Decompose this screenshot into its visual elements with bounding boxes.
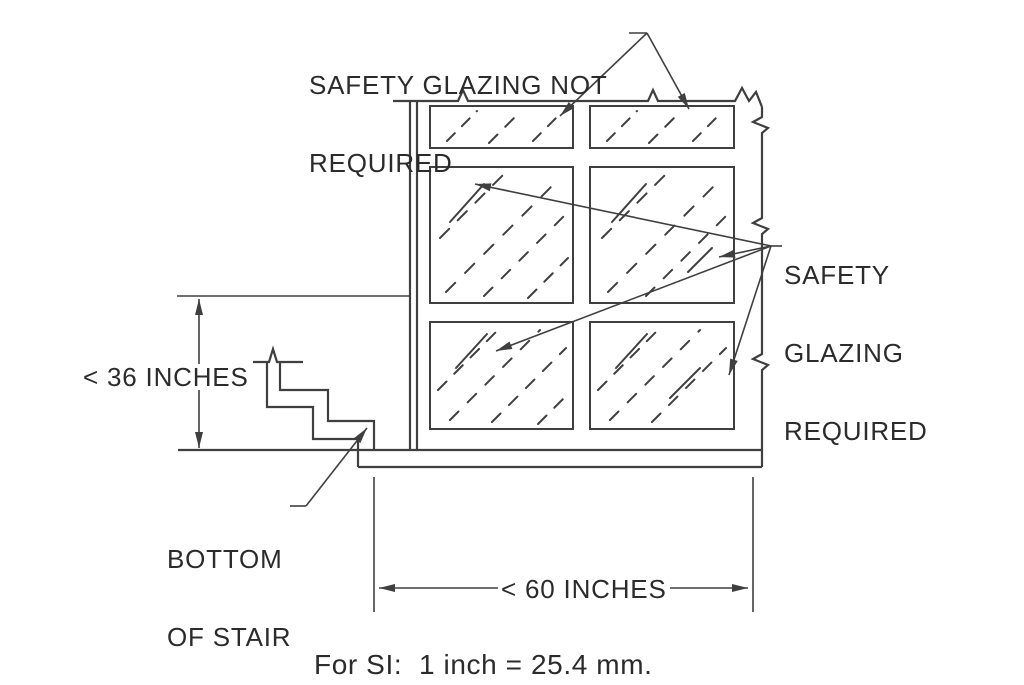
wall-outline [178, 85, 771, 469]
glass-pane-middle-left [429, 166, 574, 304]
glass-pane-bottom-left [429, 321, 574, 430]
label-glazing-not-required-line1: SAFETY GLAZING NOT [309, 70, 608, 100]
leader-bottom-of-stair [305, 427, 368, 507]
glass-panes [429, 105, 735, 430]
leader-required-bottom-right [728, 245, 772, 376]
wall-top-line [393, 85, 764, 108]
label-bottom-of-stair: BOTTOM OF STAIR [167, 494, 291, 685]
label-glazing-required-line1: SAFETY [784, 260, 890, 290]
glass-pane-bottom-right [589, 321, 735, 430]
label-dimension-60-inches: < 60 INCHES [498, 576, 670, 602]
wall-right-break-line [750, 107, 771, 467]
label-glazing-not-required-line2: REQUIRED [309, 148, 453, 178]
leader-not-required-left [559, 32, 648, 117]
leader-arrows [290, 32, 782, 507]
glass-pane-top-left [429, 105, 574, 149]
leader-required-middle-left [474, 183, 772, 247]
glass-pane-top-right [589, 105, 735, 149]
stair-treads-outer [265, 362, 360, 467]
label-bottom-of-stair-line2: OF STAIR [167, 622, 292, 652]
label-glazing-not-required: SAFETY GLAZING NOT REQUIRED [309, 20, 608, 228]
label-si-conversion-note: For SI: 1 inch = 25.4 mm. [314, 649, 653, 680]
leader-required-bottom-left [495, 245, 772, 352]
label-glazing-required-line2: GLAZING [784, 338, 904, 368]
leader-not-required-right [646, 32, 690, 110]
stair-treads-inner [278, 362, 376, 450]
label-bottom-of-stair-line1: BOTTOM [167, 544, 283, 574]
label-glazing-required-line3: REQUIRED [784, 416, 928, 446]
label-dimension-36-inches: < 36 INCHES [80, 364, 252, 390]
glass-pane-middle-right [589, 166, 735, 304]
stair-profile [253, 345, 376, 467]
stair-top-break [253, 345, 303, 364]
label-glazing-required: SAFETY GLAZING REQUIRED [784, 210, 928, 496]
leader-required-middle-right [718, 245, 772, 258]
